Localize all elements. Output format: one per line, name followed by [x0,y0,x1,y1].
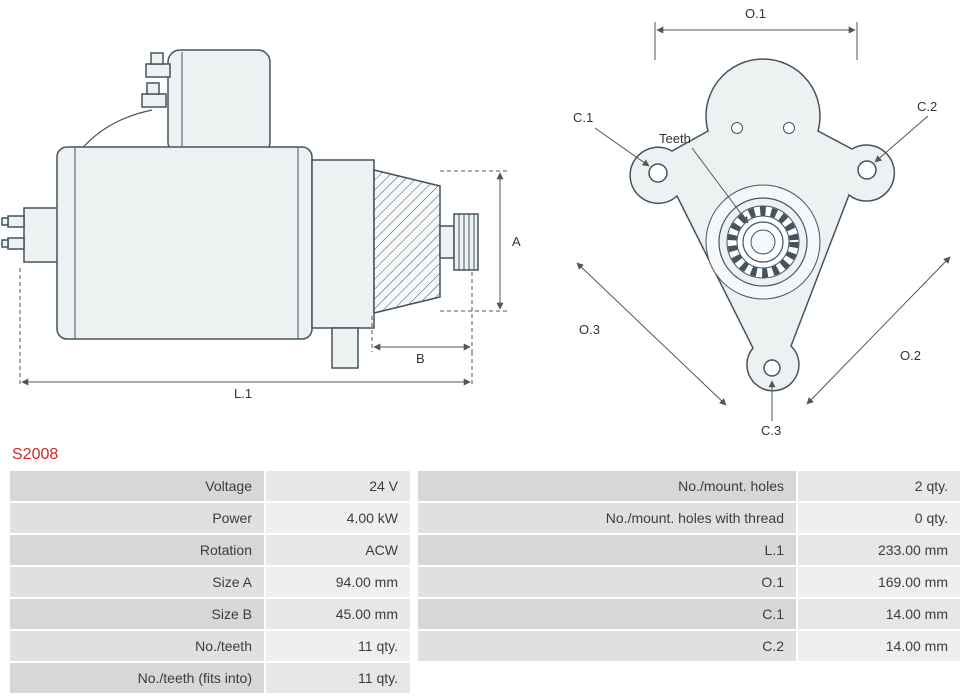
dim-label-o1: O.1 [745,6,766,21]
spec-value: 11 qty. [266,663,410,693]
table-row: No./mount. holes with thread 0 qty. [418,503,960,533]
spec-label: Voltage [10,471,264,501]
spec-value: 11 qty. [266,631,410,661]
spec-label: C.2 [418,631,796,661]
spec-value: 14.00 mm [798,599,960,629]
spec-label: Size A [10,567,264,597]
spec-value: 169.00 mm [798,567,960,597]
spec-table-left-column: Voltage 24 V Power 4.00 kW Rotation ACW … [10,471,410,693]
table-row: No./teeth 11 qty. [10,631,410,661]
spec-value: 24 V [266,471,410,501]
technical-drawings: A B L.1 [1,6,951,438]
spec-value: 45.00 mm [266,599,410,629]
table-row: L.1 233.00 mm [418,535,960,565]
front-view-drawing [629,58,896,392]
dim-label-l1: L.1 [234,386,252,401]
spec-label: L.1 [418,535,796,565]
dim-label-b: B [416,351,425,366]
spec-label: No./mount. holes [418,471,796,501]
spec-label: O.1 [418,567,796,597]
table-row: O.1 169.00 mm [418,567,960,597]
dim-label-teeth: Teeth [659,131,691,146]
table-row: No./teeth (fits into) 11 qty. [10,663,410,693]
spec-label: No./mount. holes with thread [418,503,796,533]
spec-value: 0 qty. [798,503,960,533]
table-row: C.1 14.00 mm [418,599,960,629]
spec-value: 4.00 kW [266,503,410,533]
table-row: C.2 14.00 mm [418,631,960,661]
spec-label: C.1 [418,599,796,629]
side-view-dimensions [19,170,508,387]
spec-label: Size B [10,599,264,629]
dim-label-a: A [512,234,521,249]
part-number: S2008 [12,446,59,463]
spec-label: Power [10,503,264,533]
spec-table: Voltage 24 V Power 4.00 kW Rotation ACW … [0,471,976,693]
spec-value: 94.00 mm [266,567,410,597]
dim-label-o3: O.3 [579,322,600,337]
table-row: Voltage 24 V [10,471,410,501]
table-row: Size A 94.00 mm [10,567,410,597]
dim-label-o2: O.2 [900,348,921,363]
table-row: Size B 45.00 mm [10,599,410,629]
spec-label: No./teeth [10,631,264,661]
spec-label: No./teeth (fits into) [10,663,264,693]
table-row: Rotation ACW [10,535,410,565]
side-view-drawing [1,49,479,369]
dim-label-c3: C.3 [761,423,781,438]
spec-table-right-column: No./mount. holes 2 qty. No./mount. holes… [418,471,960,661]
dim-label-c2: C.2 [917,99,937,114]
dim-label-c1: C.1 [573,110,593,125]
table-row: Power 4.00 kW [10,503,410,533]
spec-label: Rotation [10,535,264,565]
table-row: No./mount. holes 2 qty. [418,471,960,501]
spec-value: 2 qty. [798,471,960,501]
spec-value: 233.00 mm [798,535,960,565]
spec-value: 14.00 mm [798,631,960,661]
front-view-dimensions [576,22,951,421]
spec-value: ACW [266,535,410,565]
